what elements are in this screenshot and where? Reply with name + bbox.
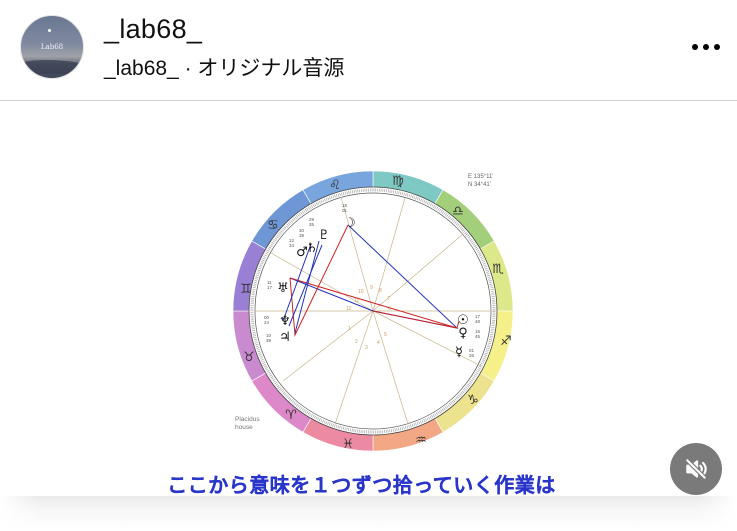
svg-text:♃: ♃	[279, 330, 291, 345]
house-system-line2: house	[235, 424, 253, 431]
svg-text:30: 30	[299, 228, 305, 233]
svg-text:34: 34	[289, 243, 295, 248]
latitude: N 34°41'	[468, 182, 491, 188]
svg-text:11: 11	[354, 298, 359, 304]
mute-toggle-button[interactable]	[670, 443, 722, 495]
svg-text:♀: ♀	[458, 326, 468, 341]
avatar[interactable]: Lab68	[20, 15, 84, 79]
svg-text:7: 7	[387, 296, 390, 302]
svg-text:24: 24	[264, 320, 270, 325]
svg-text:♍: ♍	[392, 174, 404, 189]
audio-label[interactable]: オリジナル音源	[197, 57, 345, 80]
svg-text:♒: ♒	[415, 433, 427, 448]
svg-text:♄: ♄	[306, 241, 318, 256]
svg-text:♂: ♂	[296, 245, 308, 260]
svg-text:☉: ☉	[457, 313, 469, 328]
svg-text:10: 10	[358, 289, 364, 295]
house-lines	[255, 196, 491, 425]
svg-text:8: 8	[379, 288, 382, 294]
svg-text:♈: ♈	[285, 408, 297, 423]
more-horizontal-icon	[703, 44, 709, 50]
svg-text:01: 01	[342, 208, 348, 213]
bottom-shadow	[0, 496, 737, 531]
house-system-line1: Placidus	[235, 416, 260, 423]
svg-text:00: 00	[264, 315, 270, 320]
more-horizontal-icon	[714, 44, 720, 50]
svg-text:♓: ♓	[342, 437, 354, 452]
svg-text:11: 11	[267, 280, 272, 285]
video-caption: ここから意味を１つずつ拾っていく作業は	[167, 473, 556, 497]
svg-text:5: 5	[384, 332, 387, 338]
svg-text:4: 4	[377, 340, 380, 346]
svg-text:17: 17	[267, 285, 273, 290]
subline-separator: ·	[178, 57, 198, 80]
house-system-label: Placidus house	[235, 416, 260, 432]
svg-text:18: 18	[342, 203, 348, 208]
svg-text:3: 3	[365, 345, 368, 351]
moon-dot	[48, 29, 51, 32]
planet-glyphs: ☽ ♇ ♄ ♂ ♅ ♆ ♃ ☉ ♀ ☿	[277, 216, 469, 360]
speaker-muted-icon	[685, 458, 707, 480]
svg-text:♊: ♊	[240, 282, 252, 297]
svg-text:01: 01	[469, 348, 475, 353]
svg-text:♏: ♏	[492, 262, 504, 277]
svg-text:9: 9	[370, 285, 373, 291]
audio-subline[interactable]: _lab68_ · オリジナル音源	[104, 52, 344, 82]
svg-text:26: 26	[469, 353, 475, 358]
svg-text:39: 39	[266, 338, 272, 343]
svg-text:♅: ♅	[277, 281, 289, 296]
zodiac-glyphs: ♌ ♍ ♎ ♏ ♐ ♑ ♒ ♓ ♈ ♉ ♊ ♋	[240, 174, 512, 452]
svg-text:2: 2	[355, 339, 358, 345]
aspect-lines	[282, 224, 460, 337]
svg-text:10: 10	[266, 333, 272, 338]
avatar-label: Lab68	[40, 43, 64, 51]
svg-text:♇: ♇	[318, 228, 330, 243]
svg-text:39: 39	[299, 233, 305, 238]
svg-text:15: 15	[475, 329, 481, 334]
svg-text:6: 6	[388, 306, 391, 312]
svg-text:♋: ♋	[267, 218, 279, 233]
chart-coordinates: E 135°11' N 34°41'	[468, 173, 493, 189]
svg-text:45: 45	[475, 334, 481, 339]
svg-text:35: 35	[309, 222, 315, 227]
svg-text:☽: ☽	[344, 216, 356, 231]
svg-text:17: 17	[475, 314, 481, 319]
svg-text:48: 48	[475, 319, 481, 324]
longitude: E 135°11'	[468, 174, 494, 180]
svg-text:♌: ♌	[329, 178, 341, 193]
avatar-clouds	[21, 60, 83, 74]
username[interactable]: _lab68_	[104, 14, 203, 44]
svg-text:♐: ♐	[500, 334, 512, 349]
more-horizontal-icon	[692, 44, 698, 50]
svg-text:☿: ☿	[455, 345, 463, 360]
svg-text:♆: ♆	[279, 314, 291, 329]
svg-text:29: 29	[309, 217, 315, 222]
header-divider	[0, 100, 737, 101]
svg-text:♑: ♑	[467, 393, 479, 408]
svg-text:♉: ♉	[243, 350, 255, 365]
post-header: Lab68 _lab68_ _lab68_ · オリジナル音源	[0, 0, 737, 100]
subline-username[interactable]: _lab68_	[104, 57, 179, 80]
svg-text:12: 12	[346, 306, 352, 312]
svg-text:1: 1	[348, 326, 351, 332]
svg-text:12: 12	[289, 238, 295, 243]
natal-chart: ♌ ♍ ♎ ♏ ♐ ♑ ♒ ♓ ♈ ♉ ♊ ♋ 123 456 789 1011…	[232, 170, 514, 452]
svg-text:♎: ♎	[452, 204, 464, 219]
more-options-button[interactable]	[684, 36, 728, 58]
